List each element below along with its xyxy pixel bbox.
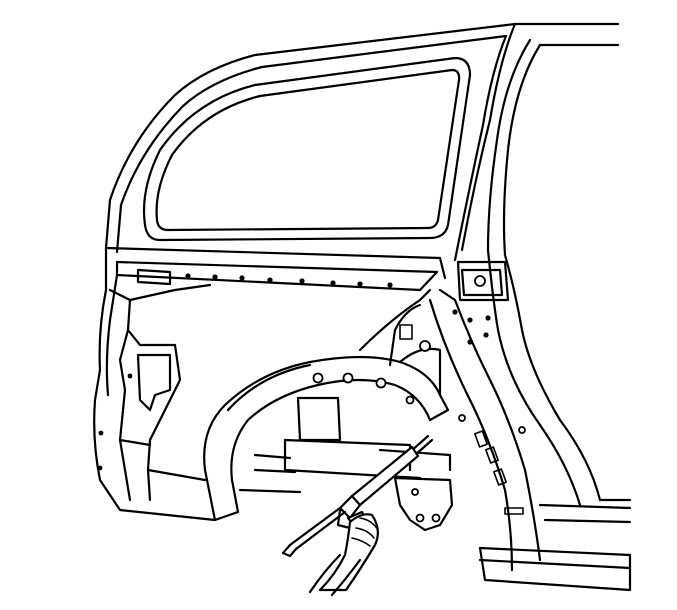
wheelhouse [203,288,450,522]
rear-quarter-inner-panel [93,246,227,522]
hand [308,513,379,597]
belt-rail [104,246,447,292]
door-opening-structure [428,43,632,572]
quarter-window-frame [142,56,472,242]
mounting-bracket [393,476,454,532]
pillar-slots [458,414,526,515]
roof-and-pillar [104,22,620,262]
rocker-panel [478,503,632,592]
